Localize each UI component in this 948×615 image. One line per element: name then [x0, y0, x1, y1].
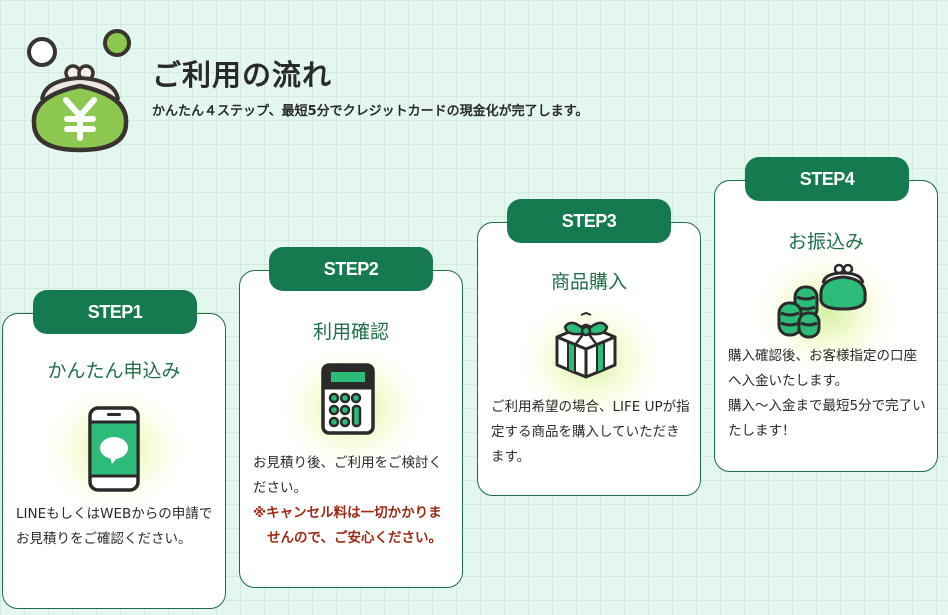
step-card-2: 利用確認 お見積り後、ご利用をご検討ください。 ※キャンセル料は一切かかりません… [239, 270, 463, 588]
coins-and-purse-icon [775, 263, 871, 343]
header-purse-icon [22, 28, 140, 156]
step-badge-1: STEP1 [33, 290, 197, 334]
step-description-line: 購入～入金まで最短5分で完了いたします！ [728, 398, 926, 439]
step-description: お見積り後、ご利用をご検討ください。 ※キャンセル料は一切かかりませんので、ご安… [253, 451, 452, 551]
calculator-icon [321, 363, 375, 439]
step-title: 利用確認 [312, 321, 389, 343]
step-badge-2: STEP2 [269, 247, 433, 291]
step-badge-4: STEP4 [745, 157, 909, 201]
step-description: LINEもしくはWEBからの申請でお見積りをご確認ください。 [16, 506, 213, 547]
step-title: かんたん申込み [47, 360, 181, 382]
step-description-text: お見積り後、ご利用をご検討ください。 [253, 455, 442, 496]
step-card-3: 商品購入 ご利用希望の場合、LIFE UPが指定する商品を購入していただきます。 [477, 222, 701, 496]
cancellation-note: ※キャンセル料は一切かかりませんので、ご安心ください。 [253, 505, 442, 546]
step-description: ご利用希望の場合、LIFE UPが指定する商品を購入していただきます。 [491, 399, 690, 465]
step-title: 商品購入 [550, 271, 627, 293]
step-description-line: 購入確認後、お客様指定の口座へ入金いたします。 [728, 348, 917, 389]
icon-glow [752, 247, 902, 377]
page-subtitle: かんたん４ステップ、最短5分でクレジットカードの現金化が完了します。 [152, 104, 589, 119]
step-description: 購入確認後、お客様指定の口座へ入金いたします。 購入～入金まで最短5分で完了いた… [728, 344, 927, 444]
smartphone-chat-icon [88, 406, 140, 496]
gift-box-icon [553, 311, 619, 383]
step-card-4: お振込み 購入確認後、お客様指定の口座へ入金いたします。 購入～入金まで最短5分… [714, 180, 938, 472]
page-title: ご利用の流れ [152, 58, 333, 92]
step-badge-3: STEP3 [507, 199, 671, 243]
step-card-1: かんたん申込み LINEもしくはWEBからの申請でお見積りをご確認ください。 [2, 313, 226, 609]
